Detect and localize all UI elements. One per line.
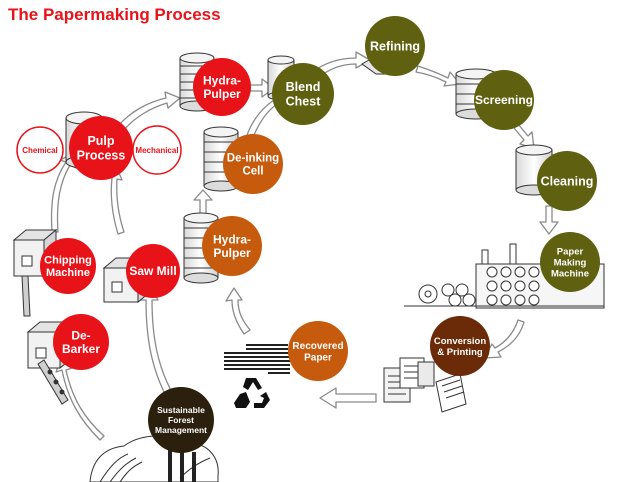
node-circle <box>365 16 425 76</box>
node-label: Chemical <box>22 146 58 155</box>
node-saw-mill: Saw Mill <box>126 244 180 298</box>
arrow-hydrapulper-to-deinking <box>193 189 213 215</box>
node-label: Mechanical <box>135 146 178 155</box>
printed-sheets-icon <box>383 357 467 413</box>
node-circle <box>16 126 64 174</box>
node-refining: Refining <box>365 16 425 76</box>
node-debarker: De-Barker <box>53 314 109 370</box>
node-circle <box>223 134 283 194</box>
node-circle <box>537 151 597 211</box>
node-circle <box>288 321 348 381</box>
arrow-machine-to-conversion <box>483 319 525 359</box>
node-label: Cleaning <box>541 174 594 188</box>
node-screening: Screening <box>474 70 534 130</box>
paper-stack-icon <box>224 344 290 374</box>
node-label: Conversion& Printing <box>434 336 486 358</box>
node-mechanical: Mechanical <box>132 125 182 175</box>
page-title: The Papermaking Process <box>8 5 221 24</box>
node-circle <box>148 387 214 453</box>
node-circle <box>132 125 182 175</box>
arrow-screening-to-cleaning <box>513 123 535 149</box>
node-circle <box>474 70 534 130</box>
node-circle <box>69 116 133 180</box>
node-chemical: Chemical <box>16 126 64 174</box>
node-circle <box>272 63 334 125</box>
node-cleaning: Cleaning <box>537 151 597 211</box>
arrow-forest-to-sawmill <box>139 285 175 401</box>
paper-rolls-icon <box>404 243 605 309</box>
node-label: De-Barker <box>62 328 100 356</box>
arrow-printing-to-recovered <box>319 387 377 409</box>
node-label: Refining <box>370 39 420 53</box>
node-conversion-printing: Conversion& Printing <box>430 316 490 376</box>
node-circle <box>430 316 490 376</box>
node-circle <box>126 244 180 298</box>
node-circle <box>540 232 600 292</box>
node-label: Hydra-Pulper <box>203 73 241 101</box>
node-label: Saw Mill <box>129 264 176 278</box>
recycle-icon <box>234 378 270 408</box>
arrow-pulp-to-hydrapulper <box>117 91 181 131</box>
arrow-refining-to-screening <box>415 65 461 87</box>
node-label: Hydra-Pulper <box>213 232 251 260</box>
node-circle <box>193 58 251 116</box>
arrow-cleaning-to-machine <box>539 205 559 235</box>
node-circle <box>53 314 109 370</box>
node-label: Screening <box>475 93 533 107</box>
node-circle <box>40 238 96 294</box>
node-hydra-pulper-top: Hydra-Pulper <box>193 58 251 116</box>
node-circle <box>202 216 262 276</box>
node-hydra-pulper-bottom: Hydra-Pulper <box>202 216 262 276</box>
arrow-recovered-to-hydrapulper <box>225 287 251 335</box>
